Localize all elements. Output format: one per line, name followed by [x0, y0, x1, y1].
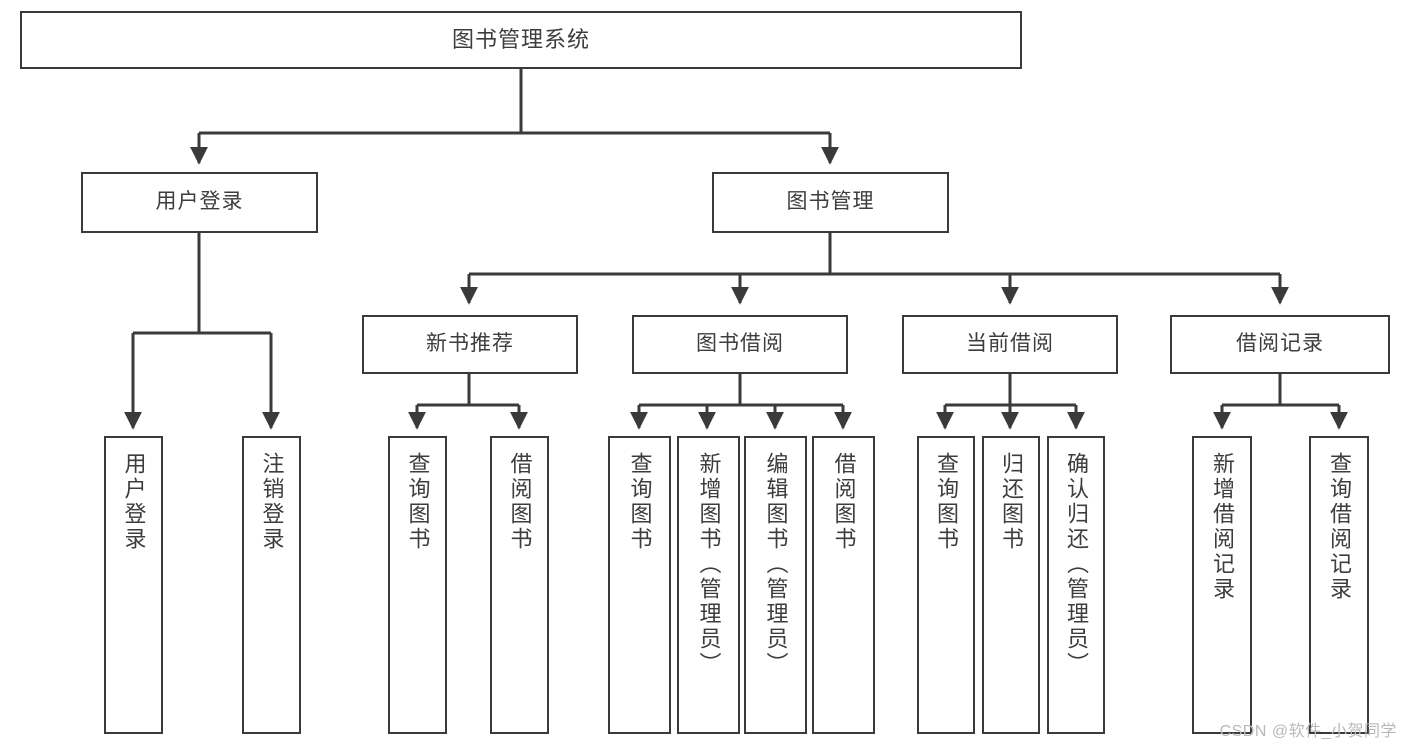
node-root-system[interactable]: 图书管理系统 [20, 11, 1022, 69]
node-label: 查询图书 [627, 452, 653, 552]
node-label: 用户登录 [121, 452, 147, 552]
node-book-management[interactable]: 图书管理 [712, 172, 949, 233]
node-label: 新增借阅记录 [1210, 452, 1235, 602]
node-label: 图书借阅 [696, 332, 784, 356]
node-label: 借阅图书 [831, 452, 857, 552]
leaf-borrow-borrow-book[interactable]: 借阅图书 [812, 436, 875, 734]
node-label: 查询图书 [405, 452, 431, 552]
leaf-recommend-borrow-book[interactable]: 借阅图书 [490, 436, 549, 734]
leaf-user-login-logout[interactable]: 注销登录 [242, 436, 301, 734]
leaf-record-add-borrow-record[interactable]: 新增借阅记录 [1192, 436, 1252, 734]
node-label: 图书管理 [786, 190, 875, 214]
node-user-login[interactable]: 用户登录 [81, 172, 318, 233]
leaf-user-login-login[interactable]: 用户登录 [104, 436, 163, 734]
csdn-watermark: CSDN @软件_小贺同学 [1219, 723, 1397, 740]
node-label: 查询图书 [934, 452, 959, 552]
node-current-borrow[interactable]: 当前借阅 [902, 315, 1118, 374]
node-label: 借阅图书 [507, 452, 533, 552]
node-label: 借阅记录 [1236, 332, 1324, 356]
leaf-current-return-book[interactable]: 归还图书 [982, 436, 1040, 734]
node-label: 归还图书 [999, 452, 1024, 552]
node-book-borrow[interactable]: 图书借阅 [632, 315, 848, 374]
leaf-current-confirm-return-admin[interactable]: 确认归还（管理员） [1047, 436, 1105, 734]
node-label: 新书推荐 [426, 332, 514, 356]
leaf-borrow-add-book-admin[interactable]: 新增图书（管理员） [677, 436, 740, 734]
leaf-recommend-query-book[interactable]: 查询图书 [388, 436, 447, 734]
node-label: 确认归还（管理员） [1064, 452, 1089, 677]
node-label: 查询借阅记录 [1327, 452, 1352, 602]
node-label: 注销登录 [259, 452, 285, 552]
node-label: 当前借阅 [966, 332, 1054, 356]
node-new-book-recommend[interactable]: 新书推荐 [362, 315, 578, 374]
leaf-borrow-query-book[interactable]: 查询图书 [608, 436, 671, 734]
node-label: 图书管理系统 [451, 27, 590, 53]
leaf-borrow-edit-book-admin[interactable]: 编辑图书（管理员） [744, 436, 807, 734]
node-label: 编辑图书（管理员） [763, 452, 789, 677]
leaf-current-query-book[interactable]: 查询图书 [917, 436, 975, 734]
node-borrow-record[interactable]: 借阅记录 [1170, 315, 1390, 374]
node-label: 用户登录 [155, 190, 244, 214]
leaf-record-query-borrow-record[interactable]: 查询借阅记录 [1309, 436, 1369, 734]
node-label: 新增图书（管理员） [696, 452, 722, 677]
